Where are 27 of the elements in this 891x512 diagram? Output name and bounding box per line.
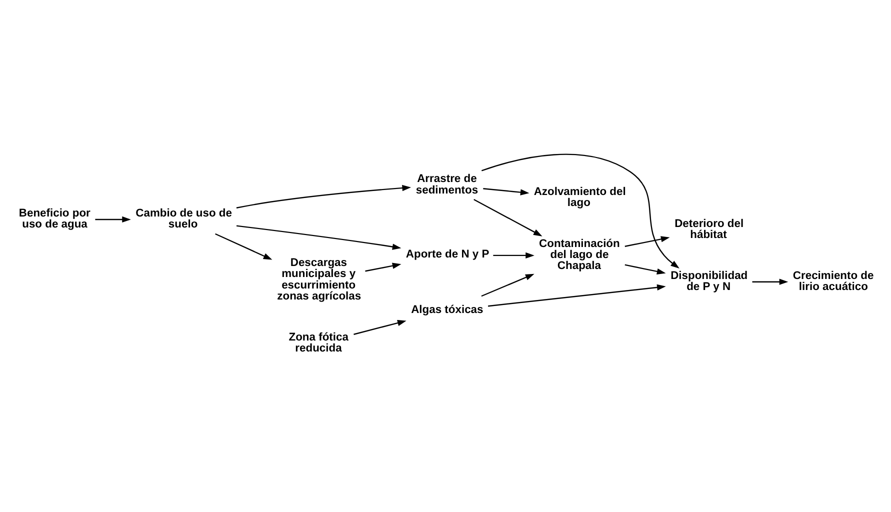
arrow — [624, 264, 666, 274]
node-text: Zona fótica reducida — [288, 331, 348, 355]
arrow — [481, 274, 534, 297]
arrow — [483, 188, 530, 196]
arrow — [354, 320, 406, 335]
arrow — [95, 216, 131, 223]
node-text: Beneficio por uso de agua — [18, 207, 90, 231]
node-text: Azolvamiento del lago — [534, 186, 626, 210]
node-text: Arrastre de sedimentos — [416, 173, 478, 196]
arrow — [474, 198, 542, 236]
arrow — [481, 154, 680, 268]
node-text: Deterioro del hábitat — [674, 218, 744, 242]
node-text: Descargas municipales y escurrimiento zonas agrícolas — [277, 257, 362, 303]
arrow — [215, 233, 272, 260]
arrow — [488, 284, 666, 307]
arrow — [365, 262, 402, 272]
node-text: Cambio de uso de suelo — [136, 207, 232, 231]
node-text: Crecimiento de lirio acuático — [792, 270, 874, 293]
node-text: Aporte de N y P — [406, 248, 490, 261]
arrow — [236, 225, 402, 250]
arrow — [752, 278, 788, 285]
node-text: Algas tóxicas — [411, 304, 484, 316]
arrow — [624, 236, 670, 247]
arrow — [493, 252, 534, 259]
node-text: Contaminación del lago de Chapala — [539, 238, 620, 272]
node-text: Disponibilidad de P y N — [670, 270, 748, 293]
arrow — [236, 184, 412, 208]
